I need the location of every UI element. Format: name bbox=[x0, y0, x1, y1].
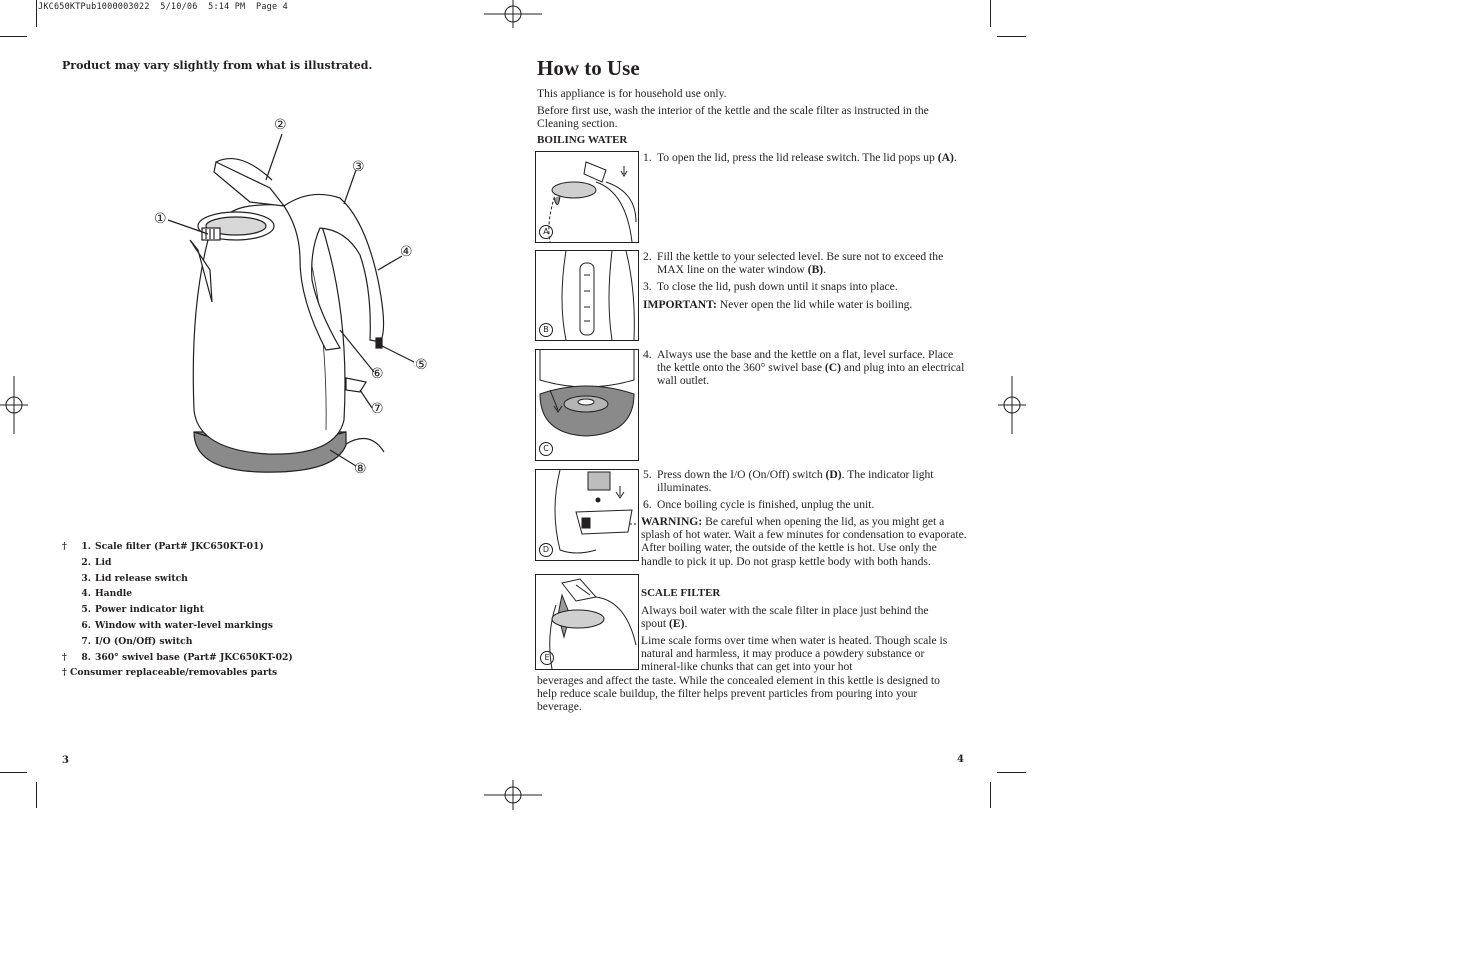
parts-item-8: †8.360° swivel base (Part# JKC650KT-02) bbox=[62, 651, 293, 663]
intro-first-use: Before first use, wash the interior of t… bbox=[537, 104, 929, 131]
step-3: 3.To close the lid, push down until it s… bbox=[643, 280, 898, 294]
steps-2-3: 2.Fill the kettle to your selected level… bbox=[643, 250, 965, 311]
registration-mark-bottom bbox=[484, 780, 542, 810]
callout-4: ④ bbox=[400, 244, 413, 260]
step-2: 2.Fill the kettle to your selected level… bbox=[643, 250, 944, 277]
page-number-right: 4 bbox=[957, 754, 964, 765]
figure-b: B bbox=[535, 250, 639, 341]
figure-d: D bbox=[535, 469, 639, 561]
figure-d-letter: D bbox=[539, 543, 553, 557]
figure-e-letter: E bbox=[540, 651, 554, 665]
printer-slug: JKC650KTPub1000003022 5/10/06 5:14 PM Pa… bbox=[38, 2, 288, 12]
figure-e: E bbox=[535, 574, 639, 670]
page-number-left: 3 bbox=[62, 755, 69, 766]
step-1: 1.To open the lid, press the lid release… bbox=[643, 151, 957, 164]
kettle-illustration bbox=[167, 133, 415, 473]
scale-filter-heading: SCALE FILTER bbox=[641, 587, 721, 599]
important-note: IMPORTANT: Never open the lid while wate… bbox=[643, 297, 913, 311]
figure-b-drawing bbox=[561, 250, 635, 341]
figure-c-drawing bbox=[539, 350, 635, 437]
scale-filter-para-1: Always boil water with the scale filter … bbox=[641, 604, 929, 631]
figure-a: A bbox=[535, 151, 639, 243]
parts-item-1: †1.Scale filter (Part# JKC650KT-01) bbox=[62, 541, 264, 552]
callout-6: ⑥ bbox=[371, 366, 384, 382]
figure-a-letter: A bbox=[539, 225, 553, 239]
step-5: 5.Press down the I/O (On/Off) switch (D)… bbox=[643, 468, 934, 495]
callout-3: ③ bbox=[352, 159, 365, 175]
steps-5-6: 5.Press down the I/O (On/Off) switch (D)… bbox=[643, 468, 969, 512]
callout-5: ⑤ bbox=[415, 357, 428, 373]
step-6: 6.Once boiling cycle is finished, unplug… bbox=[643, 498, 875, 512]
figure-b-letter: B bbox=[539, 323, 553, 337]
parts-footnote: † Consumer replaceable/removables parts bbox=[62, 667, 278, 679]
illustration-note: Product may vary slightly from what is i… bbox=[62, 59, 373, 72]
figure-e-drawing bbox=[549, 578, 637, 670]
parts-item-5: 5.Power indicator light bbox=[81, 604, 204, 616]
registration-mark-top bbox=[484, 0, 542, 28]
intro-household: This appliance is for household use only… bbox=[537, 87, 727, 100]
parts-item-6: 6.Window with water-level markings bbox=[81, 619, 273, 631]
callout-7: ⑦ bbox=[371, 401, 384, 417]
scale-filter-para-2-wrapped: Lime scale forms over time when water is… bbox=[641, 634, 948, 674]
parts-item-4: 4.Handle bbox=[81, 588, 133, 600]
figure-c: C bbox=[535, 349, 639, 461]
scale-filter-para-2-full: beverages and affect the taste. While th… bbox=[537, 674, 940, 714]
boiling-water-heading: BOILING WATER bbox=[537, 134, 628, 146]
parts-item-2: 2.Lid bbox=[81, 556, 112, 568]
registration-mark-right bbox=[998, 376, 1026, 434]
registration-mark-left bbox=[0, 376, 28, 434]
page-title: How to Use bbox=[537, 56, 640, 80]
figure-a-drawing bbox=[548, 161, 637, 243]
figure-c-letter: C bbox=[539, 442, 553, 456]
figure-d-drawing bbox=[554, 469, 638, 554]
parts-item-3: 3.Lid release switch bbox=[81, 572, 188, 584]
warning-note: WARNING: Be careful when opening the lid… bbox=[641, 515, 967, 568]
callout-8: ⑧ bbox=[354, 461, 367, 477]
step-4: 4.Always use the base and the kettle on … bbox=[643, 348, 965, 388]
parts-list: †1.Scale filter (Part# JKC650KT-01) 2.Li… bbox=[62, 539, 293, 681]
parts-item-7: 7.I/O (On/Off) switch bbox=[81, 635, 193, 647]
callout-1: ① bbox=[154, 211, 167, 227]
callout-2: ② bbox=[274, 117, 287, 133]
